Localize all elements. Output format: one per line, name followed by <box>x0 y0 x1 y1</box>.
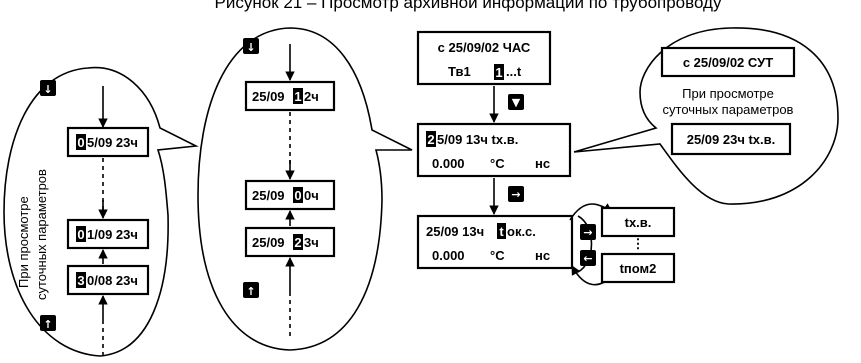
mid-top-cursor: 1 <box>294 89 301 104</box>
mid-top-rest: 2ч <box>304 89 319 104</box>
right-key-glyph-2: → <box>583 226 592 239</box>
archive-display-2 <box>416 214 574 270</box>
archive-1-line1: 5/09 13ч tх.в. <box>437 132 518 147</box>
left-caption-line1: При просмотре <box>16 196 31 288</box>
mid-mid-prefix: 25/09 <box>252 188 285 203</box>
mid-display-top <box>244 80 336 112</box>
archive-1-cursor: 2 <box>427 132 434 147</box>
down-triangle-key-icon <box>508 94 524 110</box>
left-mid-text: 1/09 23ч <box>87 227 138 242</box>
archive-2-value: 0.000 <box>432 248 465 263</box>
right-bubble: с 25/09/02 СУТ При просмотре суточных па… <box>573 27 839 205</box>
left-key-icon <box>580 250 596 266</box>
param-last: tпом2 <box>620 261 657 276</box>
left-mid-cursor: 0 <box>77 227 84 242</box>
main-display-line2-prefix: Тв1 <box>448 64 471 79</box>
figure-title: Рисунок 21 – Просмотр архивной информаци… <box>215 0 722 12</box>
mid-bottom-rest: 3ч <box>304 235 319 250</box>
archive-2-rest: ок.с. <box>507 224 536 239</box>
down-key-icon <box>40 80 56 96</box>
right-key-icon <box>508 186 524 202</box>
main-display <box>416 30 552 86</box>
param-ellipsis: ⋮ <box>632 236 645 251</box>
archive-2-prefix: 25/09 13ч <box>426 224 484 239</box>
up-key-icon <box>243 282 259 298</box>
archive-2-unit: °С <box>490 248 505 263</box>
left-caption-line2: суточных параметров <box>34 169 49 300</box>
archive-1-unit: °С <box>490 156 505 171</box>
main-display-cursor: 1 <box>495 65 502 80</box>
right-key-icon-2 <box>580 224 596 240</box>
right-display-top-text: с 25/09/02 СУТ <box>683 55 773 70</box>
main-display-line2-suffix: ...t <box>506 64 522 79</box>
center-column: с 25/09/02 ЧАС Тв1 1 ...t ▼ 2 5/09 13ч t… <box>416 30 613 286</box>
param-last-box <box>600 252 676 284</box>
right-caption-line1: При просмотре <box>682 86 774 101</box>
left-top-text: 5/09 23ч <box>87 135 138 150</box>
archive-1-value: 0.000 <box>432 156 465 171</box>
mid-bottom-cursor: 2 <box>294 235 301 250</box>
right-key-glyph: → <box>511 188 520 201</box>
main-display-line1: с 25/09/02 ЧАС <box>438 40 531 55</box>
mid-display-bottom <box>244 226 336 258</box>
param-first: tх.в. <box>625 215 652 230</box>
middle-bubble: ↓ 25/09 1 2ч 25/09 0 0ч 25/09 2 3ч ↑ <box>197 27 413 351</box>
down-triangle-glyph: ▼ <box>512 96 521 109</box>
archive-2-cursor: t <box>499 224 504 239</box>
up-key-icon <box>40 315 56 331</box>
param-first-box <box>600 206 676 238</box>
mid-mid-rest: 0ч <box>304 188 319 203</box>
right-display-bottom-text: 25/09 23ч tх.в. <box>687 132 776 147</box>
mid-bottom-prefix: 25/09 <box>252 235 285 250</box>
archive-display-1 <box>416 122 572 178</box>
right-caption-line2: суточных параметров <box>663 102 794 117</box>
up-key-glyph-2: ↑ <box>246 285 255 298</box>
left-bubble: При просмотре суточных параметров ↓ 0 5/… <box>3 66 199 357</box>
down-key-icon <box>243 38 259 54</box>
left-bottom-cursor: 3 <box>77 273 84 288</box>
mid-top-prefix: 25/09 <box>252 89 285 104</box>
down-key-glyph-2: ↓ <box>246 41 255 54</box>
right-display-bottom <box>670 122 792 156</box>
left-key-glyph: ← <box>583 252 592 265</box>
down-key-glyph: ↓ <box>43 83 52 96</box>
up-key-glyph: ↑ <box>43 318 52 331</box>
archive-2-status: нс <box>535 248 550 263</box>
right-display-top <box>660 46 796 78</box>
param-list: tх.в. ⋮ tпом2 <box>600 206 676 284</box>
left-bottom-text: 0/08 23ч <box>87 273 138 288</box>
archive-1-status: нс <box>535 156 550 171</box>
mid-display-mid <box>244 179 336 211</box>
mid-mid-cursor: 0 <box>294 188 301 203</box>
left-top-cursor: 0 <box>77 135 84 150</box>
